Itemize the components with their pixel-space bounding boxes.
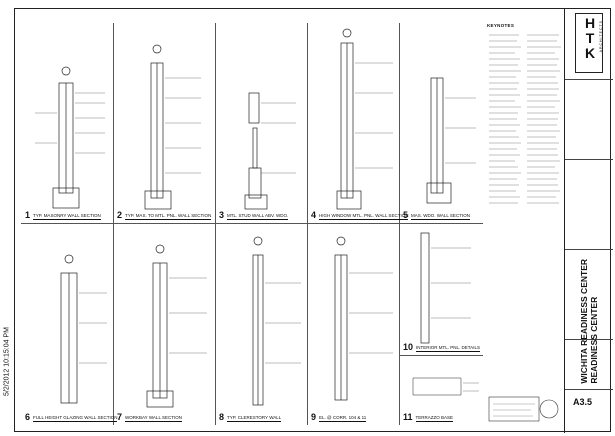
- timestamp-text: 5/2/2012 10:15:04 PM: [3, 327, 11, 396]
- logo-subtitle: ARCHITECTS: [599, 20, 603, 53]
- sheet-number: A3.5: [573, 397, 593, 407]
- keynotes-list: [489, 34, 561, 204]
- detail-title: HIGH WINDOW MTL. PNL. WALL SECTION: [319, 213, 409, 220]
- detail-number: 11: [403, 412, 413, 422]
- detail-title: MTL. STUD WALL ABV. WDO.: [227, 213, 289, 220]
- detail-title: TERRAZZO BASE: [415, 415, 454, 422]
- detail-title: TYP. MASONRY WALL SECTION: [33, 213, 101, 220]
- detail-title: EL. @ CORR. 104 & 11: [319, 415, 367, 422]
- detail-title: INTERIOR MTL. PNL. DETAILS: [416, 345, 480, 352]
- detail-title: TYP. MAS. TO MTL. PNL. WALL SECTION: [125, 213, 212, 220]
- detail-number: 9: [311, 412, 317, 422]
- seal-area: [487, 395, 563, 425]
- wall-section-linework: [35, 28, 479, 408]
- logo-letters: H T K: [584, 15, 596, 61]
- firm-logo: H T K ARCHITECTS: [575, 13, 603, 73]
- print-timestamp: 5/2/2012 10:15:04 PM: [1, 300, 11, 430]
- detail-title: MAS. WDO. WALL SECTION: [411, 213, 470, 220]
- detail-number: 6: [25, 412, 31, 422]
- project-title: WICHITA READINESS CENTER READINESS CENTE…: [579, 259, 599, 384]
- detail-title: WORKBAY WALL SECTION: [125, 415, 183, 422]
- detail-number: 8: [219, 412, 225, 422]
- keynotes-title: KEYNOTES: [487, 23, 515, 28]
- detail-number: 2: [117, 210, 123, 220]
- keynotes-panel: KEYNOTES: [487, 23, 563, 213]
- detail-number: 3: [219, 210, 225, 220]
- detail-number: 7: [117, 412, 123, 422]
- detail-number: 10: [403, 342, 414, 352]
- detail-title: TYP. CLERESTORY WALL: [227, 415, 282, 422]
- title-block: H T K ARCHITECTS WICHITA READINESS CENTE…: [564, 9, 613, 433]
- detail-title: FULL HEIGHT GLAZING WALL SECTION: [33, 415, 118, 422]
- detail-number: 1: [25, 210, 31, 220]
- detail-number: 4: [311, 210, 317, 220]
- detail-number: 5: [403, 210, 409, 220]
- stamp-graphic: [488, 396, 559, 422]
